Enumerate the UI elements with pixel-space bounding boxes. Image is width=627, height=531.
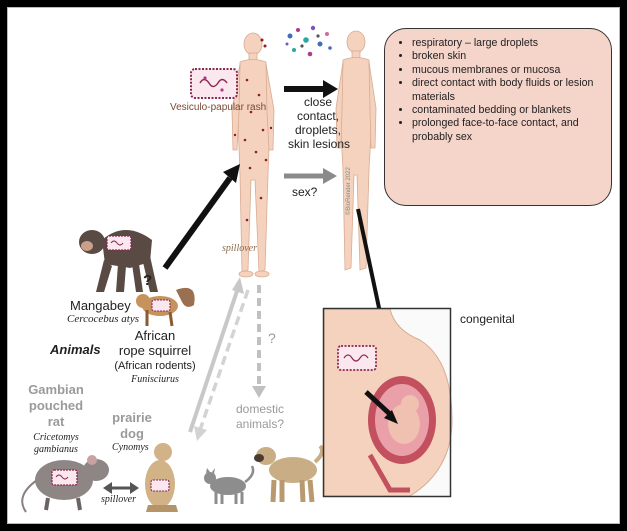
virus-icon xyxy=(106,235,132,251)
african-rodents-label: (African rodents) xyxy=(114,360,196,372)
route-item: direct contact with body fluids or lesio… xyxy=(412,77,603,104)
domestic-animals-label: domestic animals? xyxy=(235,402,285,431)
rash-label: Vesiculo-papular rash xyxy=(170,102,267,113)
mangabey-label: Mangabey xyxy=(70,298,131,313)
route-item: respiratory – large droplets xyxy=(412,37,603,50)
rope-squirrel-label: African rope squirrel xyxy=(118,328,192,358)
prairie-dog-label: prairie dog xyxy=(112,410,152,441)
close-contact-arrow xyxy=(284,80,338,98)
route-item: contaminated bedding or blankets xyxy=(412,104,603,117)
congenital-label: congenital xyxy=(460,312,515,326)
virus-icon xyxy=(51,469,78,486)
spillover-label-bottom: spillover xyxy=(101,494,136,505)
virus-icon xyxy=(337,345,377,371)
human-to-prairie-dog-arrow xyxy=(194,289,250,441)
rash-lesions xyxy=(233,38,273,222)
congenital-panel-graphics xyxy=(323,308,453,497)
close-contact-label: close contact, droplets, skin lesions xyxy=(288,95,351,151)
virus-icon xyxy=(151,299,171,312)
route-item: mucous membranes or mucosa xyxy=(412,64,603,77)
cricetomys-label: Cricetomys gambianus xyxy=(33,432,79,455)
virus-icon xyxy=(190,68,238,99)
spillover-double-arrow xyxy=(103,482,139,494)
spillover-label-top: spillover xyxy=(222,243,257,254)
domestic-animals-arrow xyxy=(252,285,266,398)
question-mark-top: ? xyxy=(143,272,153,289)
prairie-dog-illustration xyxy=(145,443,178,512)
transmission-routes-list: respiratory – large droplets broken skin… xyxy=(385,29,611,144)
sex-label: sex? xyxy=(292,185,318,199)
transmission-routes-box: respiratory – large droplets broken skin… xyxy=(384,28,612,206)
gambian-rat-label: Gambian pouched rat xyxy=(28,382,84,429)
infected-human-figure xyxy=(231,32,275,278)
prairie-dog-to-human-arrow xyxy=(188,277,244,433)
mangabey-sci-label: Cercocebus atys xyxy=(67,313,139,325)
sex-arrow xyxy=(284,168,337,184)
question-mark-mid: ? xyxy=(268,330,276,346)
dog-illustration xyxy=(254,444,325,503)
biorender-watermark: ©BioRender 2022 xyxy=(346,167,352,215)
spillover-arrow xyxy=(162,164,240,270)
recipient-human-figure xyxy=(335,30,377,271)
cynomys-label: Cynomys xyxy=(112,442,149,453)
virus-icon xyxy=(150,479,170,492)
droplet-particles xyxy=(285,25,332,57)
cat-illustration xyxy=(204,465,255,504)
route-item: prolonged face-to-face contact, and prob… xyxy=(412,117,603,144)
animals-label: Animals xyxy=(50,342,101,357)
route-item: broken skin xyxy=(412,50,603,63)
funisciurus-label: Funisciurus xyxy=(131,374,179,385)
